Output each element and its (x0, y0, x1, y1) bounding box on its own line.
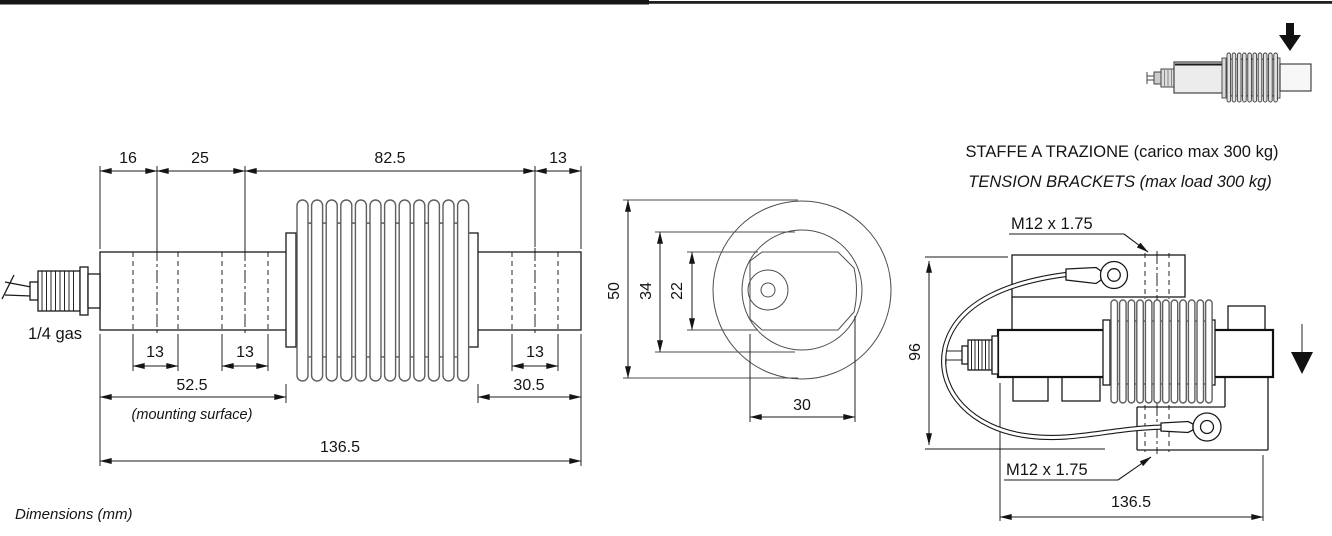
bracket-title-english: TENSION BRACKETS (max load 300 kg) (968, 173, 1272, 191)
ground-cable (941, 260, 1222, 442)
dim-label-136-5-bracket: 136.5 (1111, 494, 1151, 511)
bellows-bracket-view (1110, 299, 1213, 404)
mounting-surface-note: (mounting surface) (132, 407, 253, 423)
body-cross-section (749, 251, 857, 331)
bellows-thumbnail (1226, 52, 1278, 103)
dim-label-30-5: 30.5 (513, 377, 544, 394)
dim-label-30: 30 (793, 397, 811, 414)
cable-gland-circle (747, 269, 789, 311)
outer-circle (712, 200, 892, 380)
dim-label-22: 22 (669, 282, 686, 300)
dim-label-13-c: 13 (526, 344, 544, 361)
top-rule (0, 0, 1332, 5)
dim-label-50: 50 (606, 282, 623, 300)
end-view: 50 34 22 30 (606, 199, 892, 422)
dim-label-96: 96 (907, 343, 924, 361)
thread-label-top: M12 x 1.75 (1011, 215, 1093, 233)
thread-label-bottom: M12 x 1.75 (1006, 461, 1088, 479)
dim-label-82-5: 82.5 (374, 150, 405, 167)
dim-label-25: 25 (191, 150, 209, 167)
load-direction-arrow (1291, 324, 1313, 374)
dim-label-13-a: 13 (146, 344, 164, 361)
dim-label-52-5: 52.5 (176, 377, 207, 394)
dim-label-136-5-side: 136.5 (320, 439, 360, 456)
cable-connector (1, 266, 101, 316)
load-arrow-icon (1279, 23, 1301, 51)
dimensions-note: Dimensions (mm) (15, 506, 133, 523)
side-view: 16 25 82.5 13 1/4 gas (1, 150, 582, 466)
dim-label-13-top: 13 (549, 150, 567, 167)
bellows-side-view (296, 199, 470, 382)
bracket-view: STAFFE A TRAZIONE (carico max 300 kg) TE… (907, 143, 1313, 521)
thread-size-label: 1/4 gas (28, 325, 82, 343)
dim-label-34: 34 (638, 282, 655, 300)
cable-gland-bore (760, 282, 776, 298)
cable-connector-bracket-view (945, 335, 999, 375)
product-thumbnail (1146, 23, 1312, 103)
dim-label-13-b: 13 (236, 344, 254, 361)
bracket-title-italian: STAFFE A TRAZIONE (carico max 300 kg) (966, 143, 1279, 161)
dim-label-16: 16 (119, 150, 137, 167)
mid-circle (741, 229, 863, 351)
